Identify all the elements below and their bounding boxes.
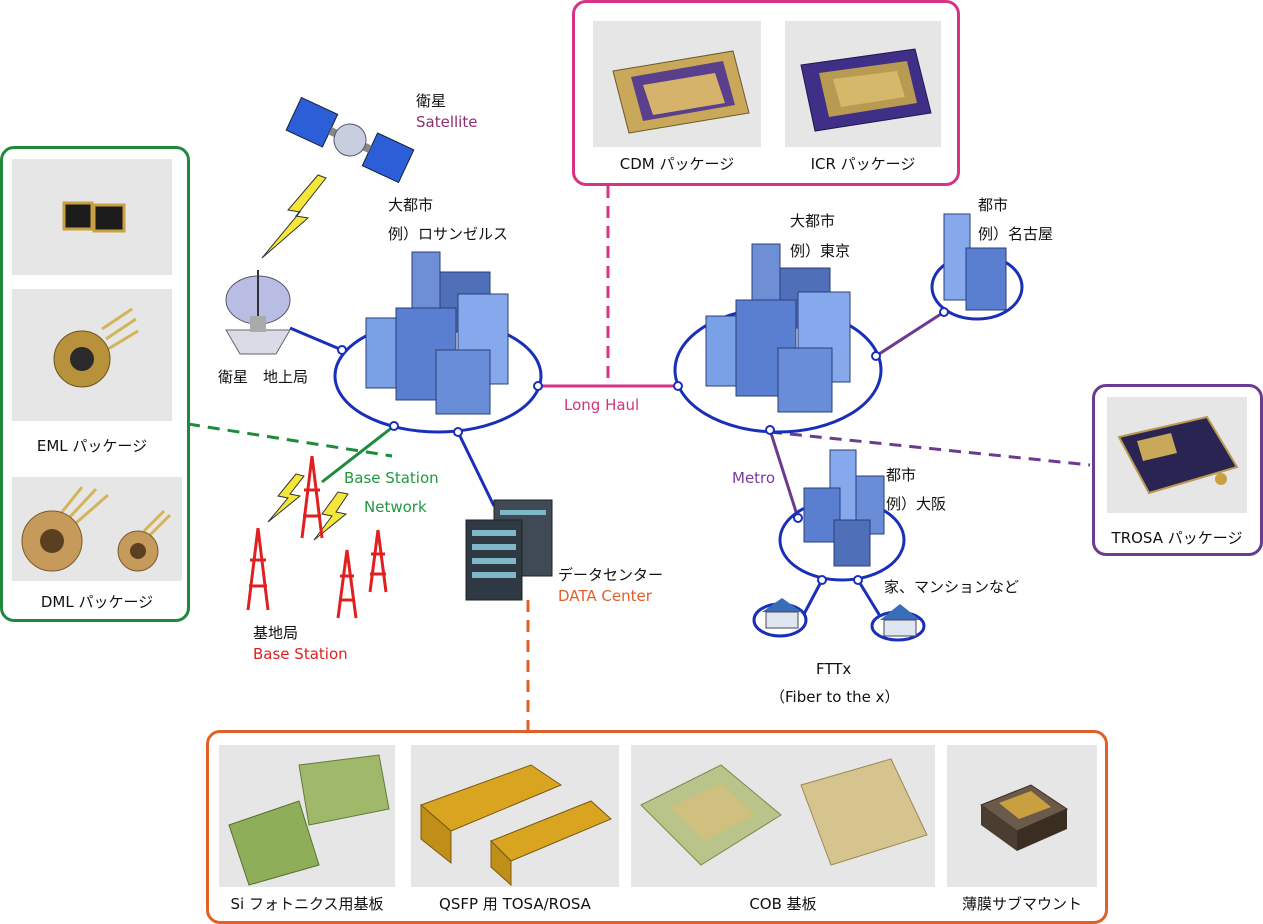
trosa-package-image [1107, 397, 1247, 513]
icr-package-caption: ICR パッケージ [810, 155, 916, 173]
base-station-tower-icons [246, 455, 388, 619]
home-link-2 [856, 579, 882, 617]
junction-dot [871, 351, 881, 361]
osaka-city-label-2: 例）大阪 [886, 495, 947, 513]
thin-film-caption: 薄膜サブマウント [961, 895, 1082, 913]
cdm-package-image [593, 21, 761, 147]
homes-label: 家、マンションなど [884, 578, 1020, 596]
satellite-icon [285, 96, 415, 184]
tokyo-city-buildings-icon [705, 243, 851, 413]
dml-package-image [12, 477, 182, 581]
la-city-label-2: 例）ロサンゼルス [388, 225, 509, 243]
cdm-package-caption: CDM パッケージ [619, 155, 735, 173]
base-station-link [321, 424, 395, 484]
qsfp-graphic [420, 764, 612, 887]
junction-dot [765, 425, 775, 435]
si-photonics-image [219, 745, 395, 887]
cob-caption: COB 基板 [749, 895, 817, 913]
fttx-label-2: （Fiber to the x） [770, 688, 900, 706]
long-haul-label: Long Haul [564, 396, 640, 414]
ground-station-link [289, 326, 343, 352]
trosa-package-box: TROSA パッケージ [1092, 384, 1263, 556]
junction-dot [939, 307, 949, 317]
eml-package-caption: EML パッケージ [36, 437, 148, 455]
trosa-package-caption: TROSA パッケージ [1111, 529, 1243, 547]
junction-dot [673, 381, 683, 391]
satellite-label-en: Satellite [416, 113, 478, 131]
eml-package-image-1 [12, 159, 172, 275]
house-icon-2 [880, 604, 920, 637]
qsfp-image [411, 745, 619, 887]
junction-dot [817, 575, 827, 585]
datacenter-label-en: DATA Center [558, 587, 652, 605]
satellite-lightning-icon [261, 174, 327, 259]
ground-station-dish-icon [225, 270, 291, 355]
fttx-label-1: FTTx [816, 660, 852, 678]
thin-film-graphic [979, 784, 1069, 851]
datacenter-link [456, 431, 496, 507]
trosa-connector-line [769, 430, 1091, 467]
house-icon-1 [762, 598, 802, 629]
icr-package-image [785, 21, 941, 147]
dml-package-caption: DML パッケージ [40, 593, 154, 611]
datacenter-server-icon [465, 499, 553, 601]
base-station-label-jp: 基地局 [253, 624, 299, 642]
si-photonics-caption: Si フォトニクス用基板 [230, 895, 384, 913]
nagoya-city-label-1: 都市 [978, 196, 1009, 214]
base-station-label-en: Base Station [253, 645, 348, 663]
nagoya-link [875, 310, 945, 358]
junction-dot [853, 575, 863, 585]
bs-network-label-2: Network [364, 498, 427, 516]
nagoya-city-buildings-icon [943, 213, 1007, 311]
tokyo-city-label-2: 例）東京 [790, 242, 851, 260]
home-link-1 [802, 579, 824, 615]
nagoya-city-label-2: 例）名古屋 [978, 225, 1054, 243]
junction-dot [389, 421, 399, 431]
base-station-lightning-icon-1 [267, 473, 305, 523]
dml-can-graphic [21, 486, 172, 572]
base-station-lightning-icon-2 [313, 491, 349, 541]
datacenter-label-jp: データセンター [558, 566, 664, 584]
junction-dot [793, 513, 803, 523]
cob-image [631, 745, 935, 887]
osaka-city-buildings-icon [803, 449, 885, 567]
metro-label: Metro [732, 469, 776, 487]
la-city-label-1: 大都市 [388, 196, 434, 214]
eml-can-graphic [53, 307, 139, 388]
cdm-icr-package-box: CDM パッケージ ICR パッケージ [572, 0, 960, 186]
eml-chip-graphic [62, 201, 126, 233]
tokyo-city-label-1: 大都市 [790, 212, 836, 230]
junction-dot [533, 381, 543, 391]
icr-package-graphic [800, 48, 932, 132]
thin-film-image [947, 745, 1097, 887]
osaka-city-label-1: 都市 [886, 466, 917, 484]
bs-network-label-1: Base Station [344, 469, 439, 487]
si-photonics-graphic [228, 754, 390, 886]
junction-dot [337, 345, 347, 355]
eml-connector-line [187, 422, 393, 458]
ground-station-label: 衛星 地上局 [218, 368, 309, 386]
cob-graphic [640, 758, 928, 866]
eml-package-image-2 [12, 289, 172, 421]
metro-link [768, 429, 800, 519]
datacenter-package-box: Si フォトニクス用基板 QSFP 用 TOSA/ROSA COB 基板 薄膜サ… [206, 730, 1108, 924]
qsfp-caption: QSFP 用 TOSA/ROSA [439, 895, 591, 913]
cdm-package-graphic [612, 50, 750, 134]
trosa-package-graphic [1117, 415, 1239, 495]
junction-dot [453, 427, 463, 437]
eml-dml-package-box: EML パッケージ DML パッケージ [0, 146, 190, 622]
satellite-label-jp: 衛星 [416, 92, 447, 110]
la-city-buildings-icon [365, 251, 509, 415]
